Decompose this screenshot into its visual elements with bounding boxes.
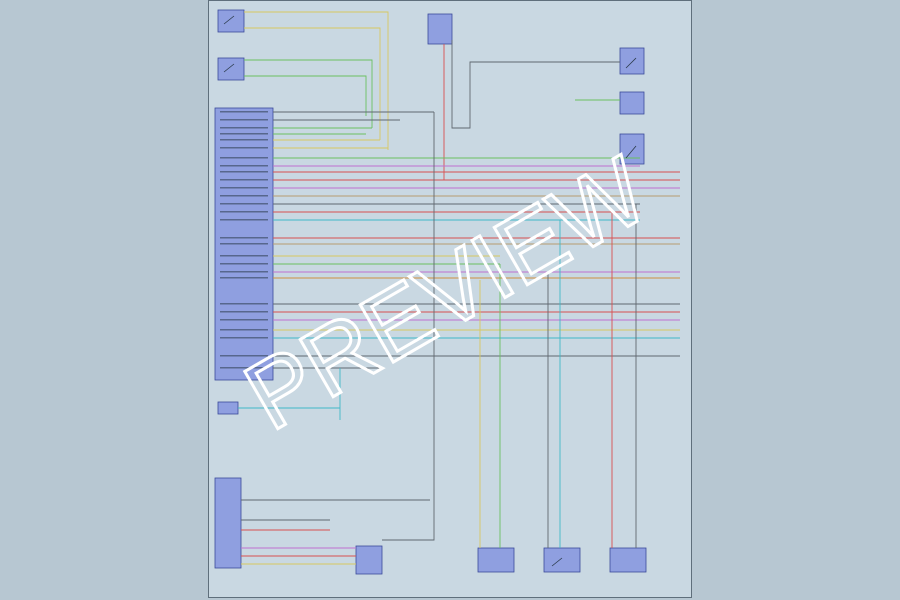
switch-symbol-2 xyxy=(223,63,235,73)
switch-module-second xyxy=(217,57,245,81)
wire-yellow-2 xyxy=(244,27,381,140)
wire-v-7 xyxy=(382,112,435,541)
bottom-left-module xyxy=(214,477,242,569)
right-switch-module-1 xyxy=(619,47,645,75)
pin-label-marks xyxy=(220,111,268,369)
switch-symbol-3 xyxy=(625,57,637,69)
top-center-module xyxy=(427,13,453,45)
wire-green-1 xyxy=(244,59,373,128)
bottom-module-3 xyxy=(609,547,647,573)
small-connector-module xyxy=(217,401,239,415)
bottom-center-module xyxy=(355,545,383,575)
switch-symbol-5 xyxy=(551,557,563,567)
right-switch-module-2 xyxy=(619,91,645,115)
wire-yellow-1 xyxy=(244,11,389,150)
wire-green-2 xyxy=(244,75,367,116)
switch-module-top-left xyxy=(217,9,245,33)
bottom-module-1 xyxy=(477,547,515,573)
right-switch-module-3 xyxy=(619,133,645,165)
switch-symbol-4 xyxy=(625,145,637,159)
wire-gray-top xyxy=(451,40,620,129)
switch-symbol-1 xyxy=(223,15,235,25)
bottom-module-2 xyxy=(543,547,581,573)
